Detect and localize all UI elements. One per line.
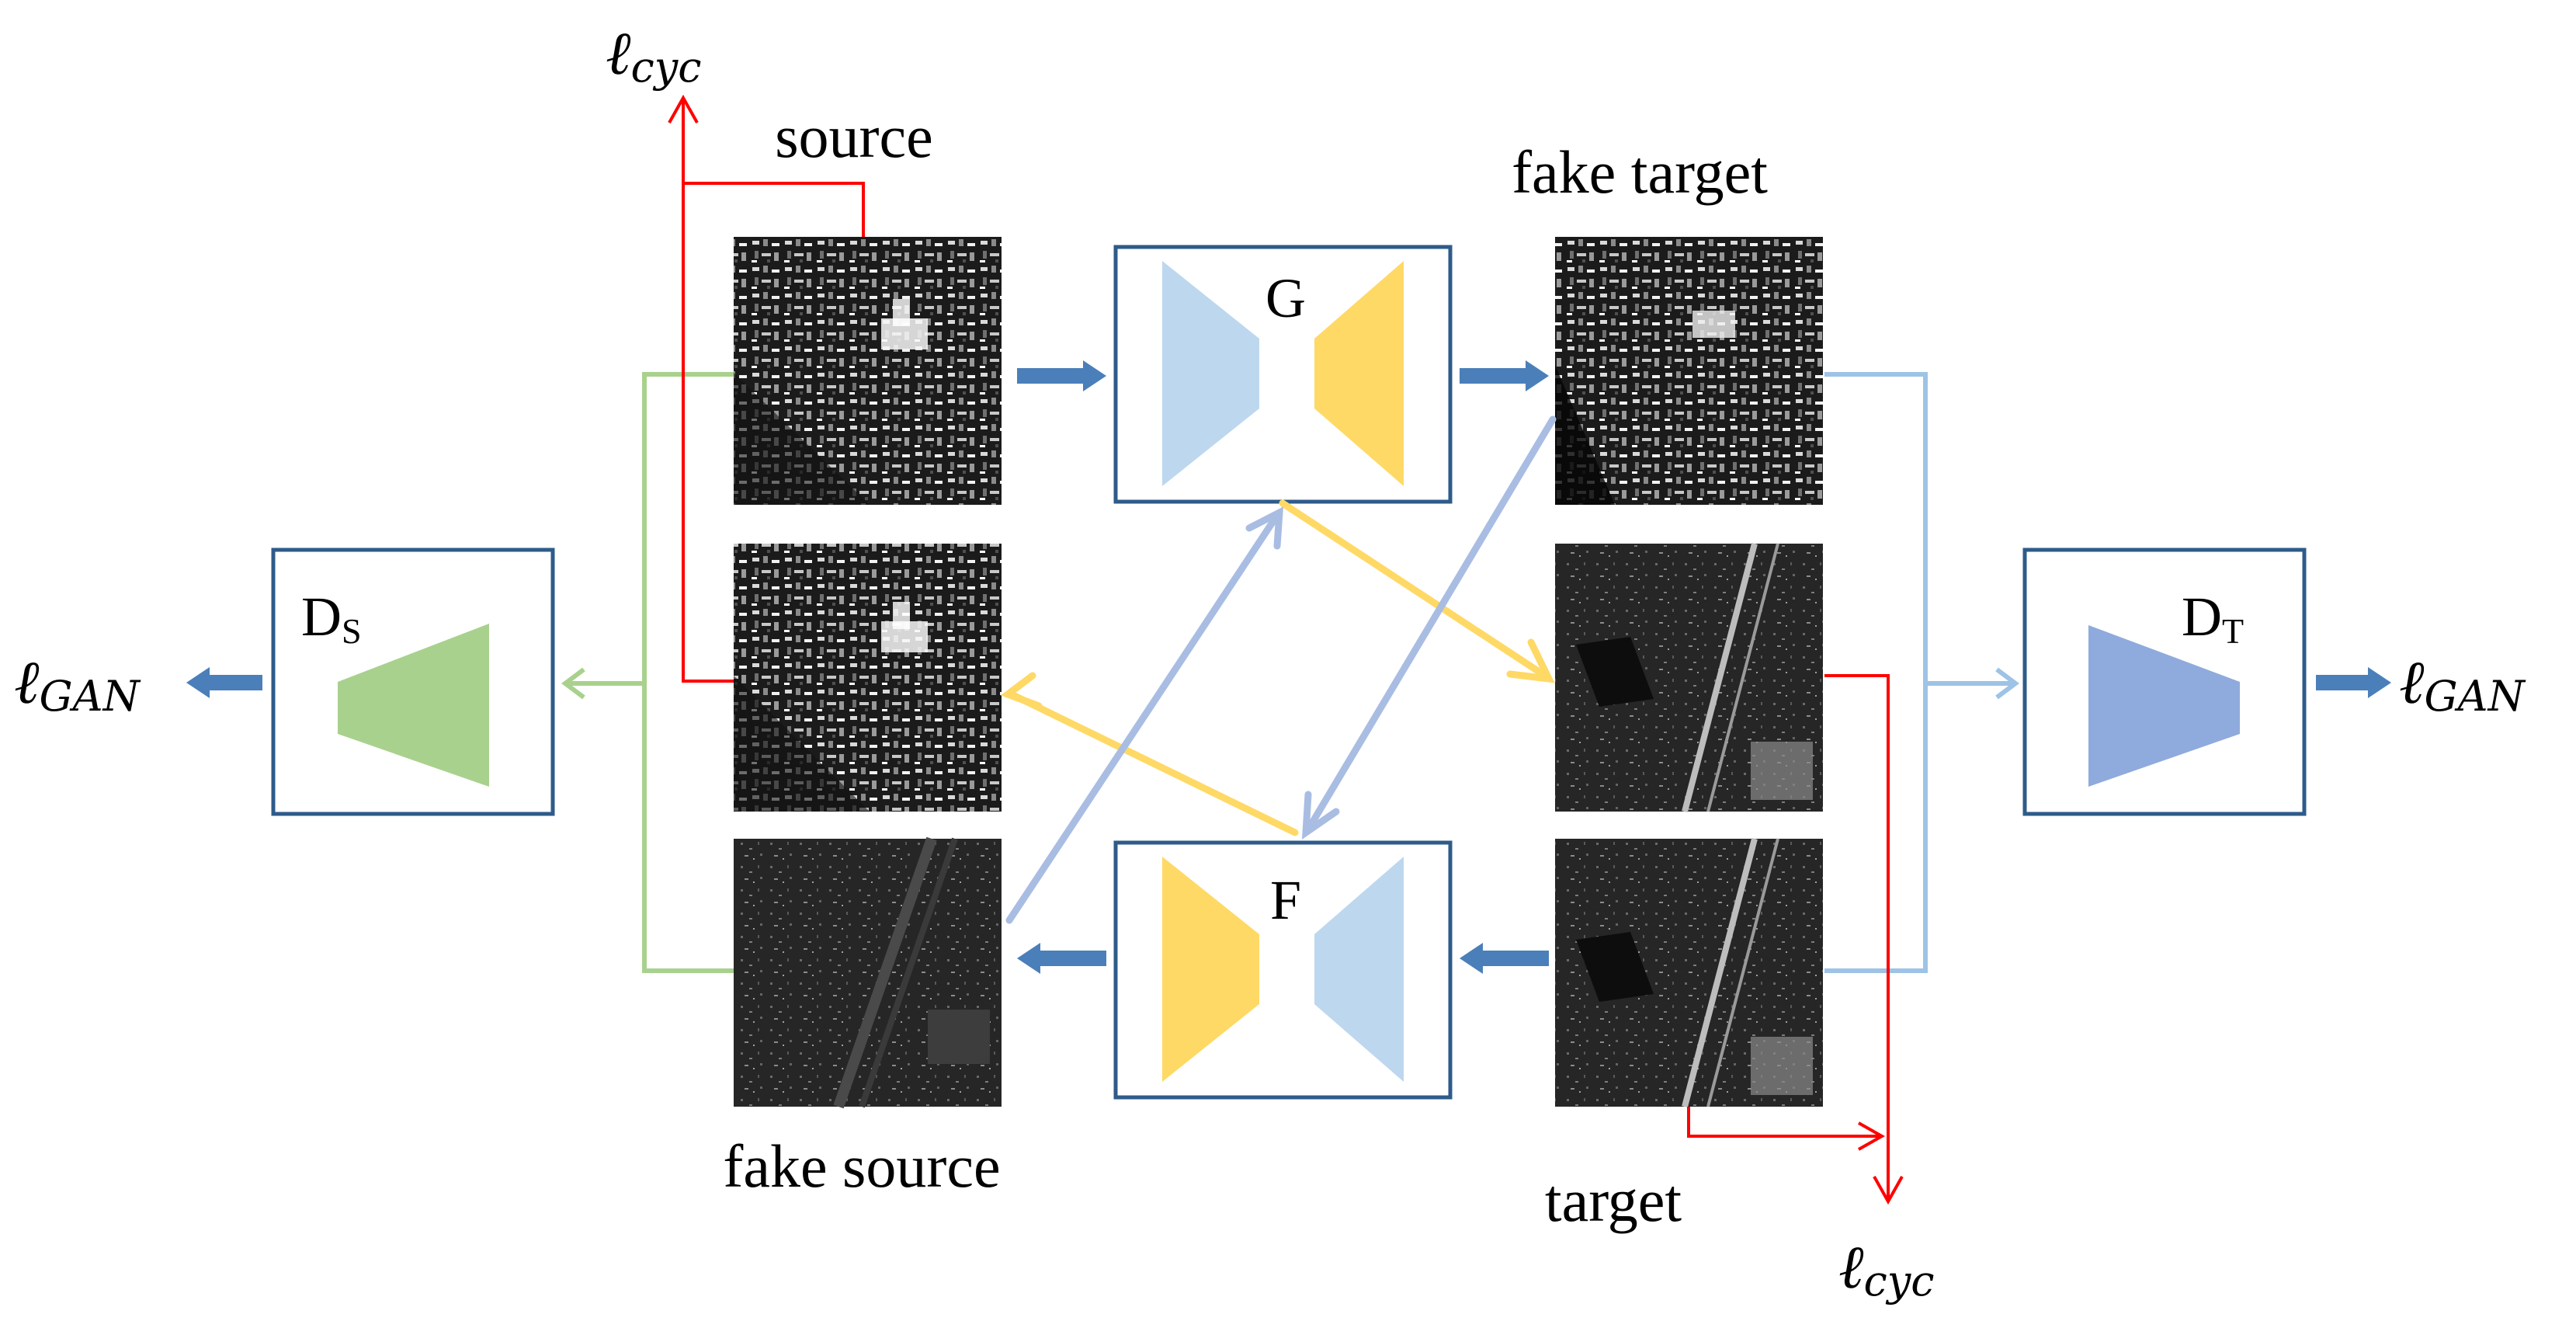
generator-f: F [1113, 840, 1453, 1100]
discriminator-ds: DS [271, 548, 555, 816]
lightblue-connector [1824, 372, 2019, 973]
arrow-f-to-reconstructed-source [1009, 691, 1299, 836]
g-decoder-trapezoid [1314, 261, 1404, 486]
f-encoder-trapezoid [1162, 857, 1259, 1082]
f-label: F [1270, 869, 1301, 931]
g-encoder-trapezoid [1162, 261, 1259, 486]
source-label: source [775, 103, 933, 170]
target-image [1555, 837, 1823, 1108]
fake-source-reconstructed-image [734, 544, 1002, 812]
fake-source-label: fake source [723, 1132, 1000, 1200]
fake-target-label: fake target [1512, 138, 1768, 206]
cyc-loss-bottom: ℓcyc [1838, 1232, 1935, 1305]
flow-arrows [186, 360, 2391, 974]
source-image [734, 237, 1002, 505]
dt-label: DT [2182, 586, 2244, 651]
gan-loss-left: ℓGAN [14, 648, 141, 721]
arrow-ds-to-gan [186, 667, 262, 698]
dt-trapezoid [2088, 625, 2240, 787]
arrow-g-to-fake-target [1460, 360, 1549, 391]
ds-trapezoid [338, 624, 489, 787]
arrow-fake-source-to-g [1005, 515, 1279, 924]
g-label: G [1265, 267, 1306, 329]
gan-loss-right: ℓGAN [2399, 648, 2526, 721]
arrow-fake-target-to-f [1307, 415, 1557, 829]
arrow-g-to-reconstructed-target [1279, 499, 1549, 680]
ds-label: DS [301, 586, 362, 651]
target-reconstructed-image [1555, 542, 1823, 813]
cycle-arrows [1000, 415, 1557, 924]
generator-g: G [1113, 245, 1453, 504]
arrow-f-to-fake-source [1017, 943, 1106, 974]
target-label: target [1545, 1166, 1682, 1234]
fake-target-image [1555, 237, 1823, 505]
arrow-dt-to-gan [2316, 667, 2391, 698]
f-decoder-trapezoid [1314, 857, 1404, 1082]
fake-source-image [734, 836, 1002, 1109]
cyc-loss-top: ℓcyc [606, 19, 702, 92]
arrow-target-to-f [1460, 943, 1549, 974]
cyc-loss-lines [668, 94, 1904, 1205]
green-connector [561, 372, 734, 973]
discriminator-dt: DT [2022, 548, 2307, 816]
arrow-source-to-g [1017, 360, 1106, 391]
